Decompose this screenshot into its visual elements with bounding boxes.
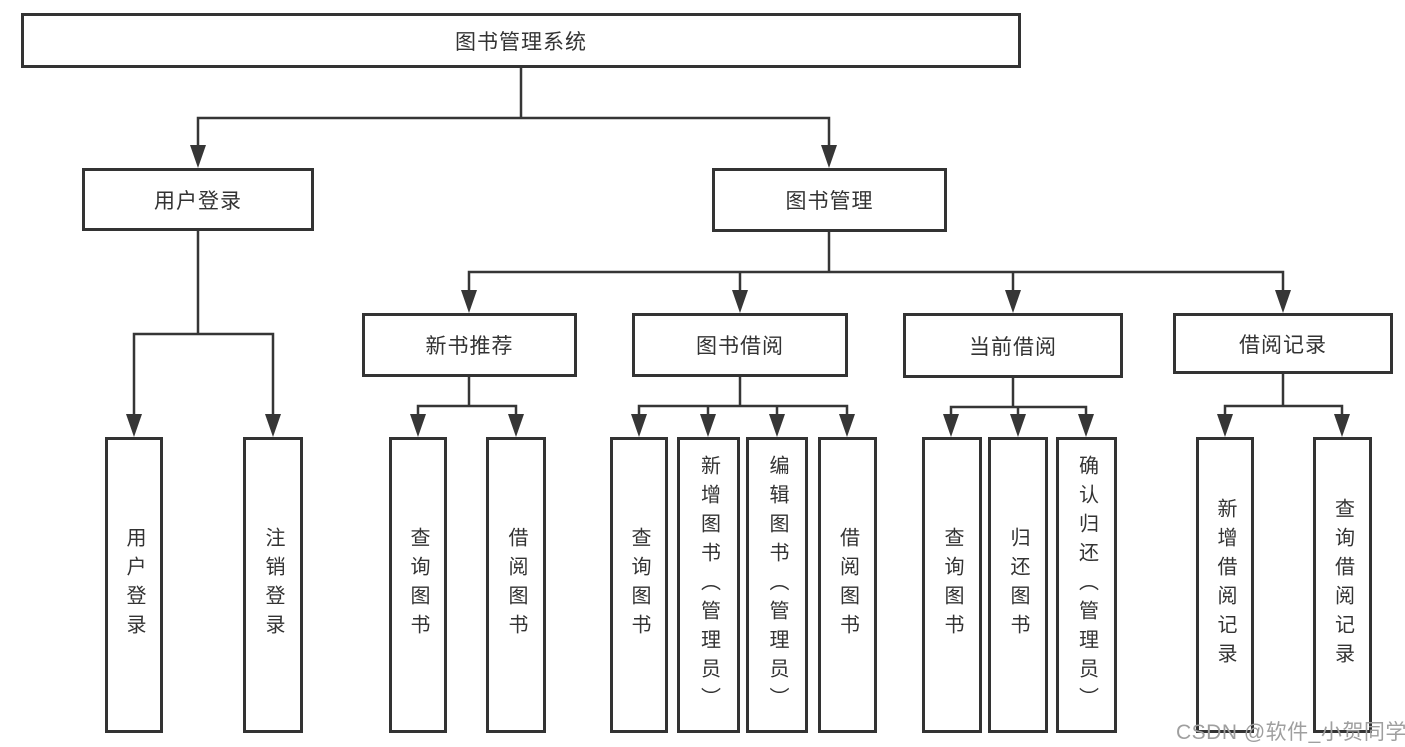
arrowheads-userlogin xyxy=(126,414,281,437)
leaf-confirm-return-admin: 确认归还（管理员） xyxy=(1056,437,1117,733)
node-current-borrow: 当前借阅 xyxy=(903,313,1123,378)
leaf-add-books-admin: 新增图书（管理员） xyxy=(677,437,740,733)
arrowheads-newbookrec xyxy=(410,414,524,437)
csdn-watermark: CSDN @软件_小贺同学 xyxy=(1176,721,1405,744)
leaf-query-books-2-label: 查询图书 xyxy=(628,527,650,643)
leaf-query-borrow-record: 查询借阅记录 xyxy=(1313,437,1372,733)
connector-userlogin-to-leaves xyxy=(132,231,275,429)
arrowheads-level2 xyxy=(190,145,837,168)
connector-root-to-level2 xyxy=(196,68,831,160)
leaf-edit-books-admin: 编辑图书（管理员） xyxy=(746,437,808,733)
node-borrow-records: 借阅记录 xyxy=(1173,313,1393,374)
leaf-add-borrow-record: 新增借阅记录 xyxy=(1196,437,1254,733)
leaf-query-books-1: 查询图书 xyxy=(389,437,447,733)
leaf-return-books: 归还图书 xyxy=(988,437,1048,733)
leaf-logout: 注销登录 xyxy=(243,437,303,733)
leaf-borrow-books-2: 借阅图书 xyxy=(818,437,877,733)
arrowheads-currentborrow xyxy=(943,414,1094,437)
node-book-management-label: 图书管理 xyxy=(785,190,874,213)
leaf-logout-label: 注销登录 xyxy=(262,527,284,643)
leaf-query-books-3: 查询图书 xyxy=(922,437,982,733)
leaf-query-borrow-record-label: 查询借阅记录 xyxy=(1331,498,1354,672)
leaf-edit-books-admin-label: 编辑图书（管理员） xyxy=(766,454,788,716)
node-borrow-records-label: 借阅记录 xyxy=(1239,333,1327,357)
node-book-borrow: 图书借阅 xyxy=(632,313,848,377)
node-new-book-recommend-label: 新书推荐 xyxy=(425,335,514,358)
connector-borrowrecords-to-leaves xyxy=(1223,374,1344,429)
connector-bookborrow-to-leaves xyxy=(637,377,849,429)
leaf-add-books-admin-label: 新增图书（管理员） xyxy=(697,454,720,716)
leaf-query-books-3-label: 查询图书 xyxy=(941,527,963,643)
leaf-query-books-2: 查询图书 xyxy=(610,437,668,733)
leaf-user-login: 用户登录 xyxy=(105,437,163,733)
leaf-confirm-return-admin-label: 确认归还（管理员） xyxy=(1075,454,1098,716)
connector-newbookrec-to-leaves xyxy=(416,377,518,429)
node-root-label: 图书管理系统 xyxy=(455,30,587,54)
leaf-query-books-1-label: 查询图书 xyxy=(407,527,429,643)
node-book-management: 图书管理 xyxy=(712,168,947,232)
leaf-borrow-books-2-label: 借阅图书 xyxy=(836,527,859,643)
node-root-library-management-system: 图书管理系统 xyxy=(21,13,1021,68)
node-user-login: 用户登录 xyxy=(82,168,314,231)
connector-bookmgmt-to-level3 xyxy=(467,232,1285,305)
node-current-borrow-label: 当前借阅 xyxy=(969,335,1057,359)
node-new-book-recommend: 新书推荐 xyxy=(362,313,577,377)
arrowheads-bookborrow xyxy=(631,414,855,437)
leaf-borrow-books-1-label: 借阅图书 xyxy=(505,527,527,643)
leaf-user-login-label: 用户登录 xyxy=(123,527,145,643)
arrowheads-borrowrecords xyxy=(1217,414,1350,437)
node-user-login-label: 用户登录 xyxy=(154,189,242,213)
leaf-return-books-label: 归还图书 xyxy=(1007,527,1029,643)
leaf-add-borrow-record-label: 新增借阅记录 xyxy=(1214,498,1236,672)
node-book-borrow-label: 图书借阅 xyxy=(696,335,784,358)
arrowheads-level3 xyxy=(461,290,1291,313)
leaf-borrow-books-1: 借阅图书 xyxy=(486,437,546,733)
